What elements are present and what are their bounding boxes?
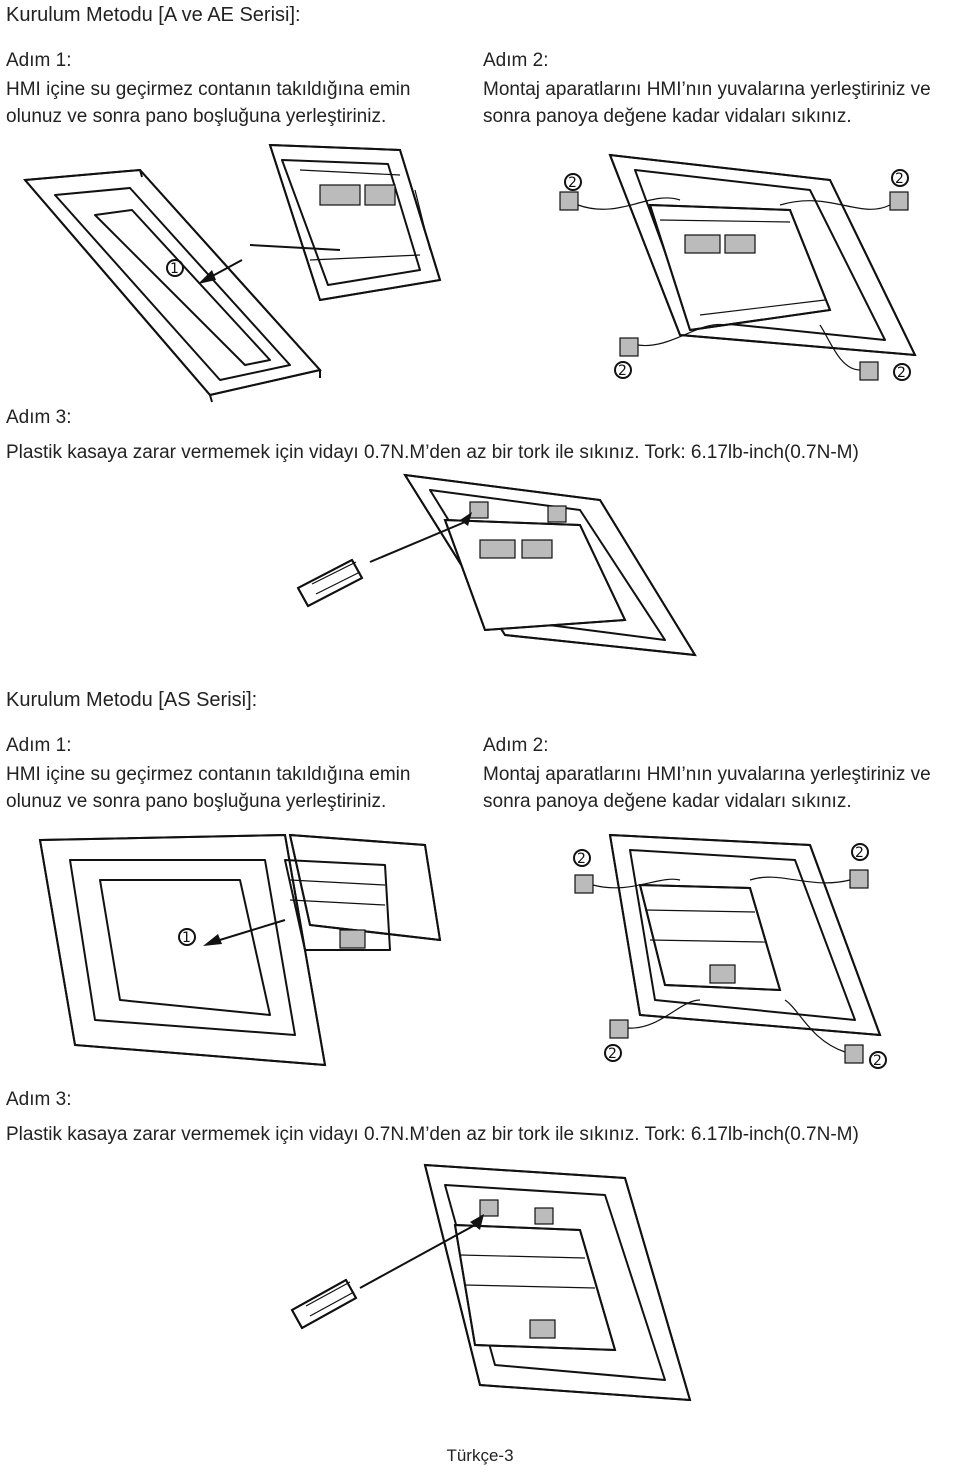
as-step2-line2: sonra panoya değene kadar vidaları sıkın…: [483, 791, 852, 812]
as-step2-marker-1: 2: [577, 851, 586, 867]
a-step3-line1: Plastik kasaya zarar vermemek için viday…: [6, 442, 859, 463]
a-step1-label: Adım 1:: [6, 50, 72, 71]
as-step2-marker-2: 2: [855, 845, 864, 861]
as-step3-line1: Plastik kasaya zarar vermemek için viday…: [6, 1124, 859, 1145]
a-step1-marker: 1: [170, 261, 179, 277]
section-as-title: Kurulum Metodu [AS Serisi]:: [6, 689, 258, 711]
as-step2-marker-3: 2: [608, 1046, 617, 1062]
a-step2-illustration: 2 2 2 2: [559, 153, 917, 381]
a-step2-marker-3: 2: [618, 363, 627, 379]
a-step2-line1: Montaj aparatlarını HMI’nın yuvalarına y…: [483, 79, 931, 100]
as-step1-marker: 1: [182, 930, 191, 946]
a-step3-label: Adım 3:: [6, 407, 72, 428]
page-footer: Türkçe-3: [446, 1446, 514, 1465]
as-step2-illustration: 2 2 2 2: [573, 833, 887, 1069]
as-step2-marker-4: 2: [873, 1053, 882, 1069]
as-step1-label: Adım 1:: [6, 735, 72, 756]
as-step3-illustration: [290, 1163, 692, 1402]
a-step2-marker-4: 2: [897, 365, 906, 381]
a-step2-marker-2: 2: [895, 171, 904, 187]
as-step1-line2: olunuz ve sonra pano boşluğuna yerleştir…: [6, 791, 387, 812]
as-step1-illustration: 1: [38, 833, 442, 1067]
a-step2-label: Adım 2:: [483, 50, 549, 71]
a-step1-line2: olunuz ve sonra pano boşluğuna yerleştir…: [6, 106, 387, 127]
as-step2-label: Adım 2:: [483, 735, 549, 756]
a-step2-marker-1: 2: [568, 175, 577, 191]
as-step2-line1: Montaj aparatlarını HMI’nın yuvalarına y…: [483, 764, 931, 785]
a-step3-illustration: [296, 473, 697, 657]
section-a-title: Kurulum Metodu [A ve AE Serisi]:: [6, 4, 301, 26]
a-step1-line1: HMI içine su geçirmez contanın takıldığı…: [6, 79, 411, 100]
a-step1-illustration: 1: [22, 143, 442, 403]
a-step2-line2: sonra panoya değene kadar vidaları sıkın…: [483, 106, 852, 127]
as-step1-line1: HMI içine su geçirmez contanın takıldığı…: [6, 764, 411, 785]
as-step3-label: Adım 3:: [6, 1089, 72, 1110]
